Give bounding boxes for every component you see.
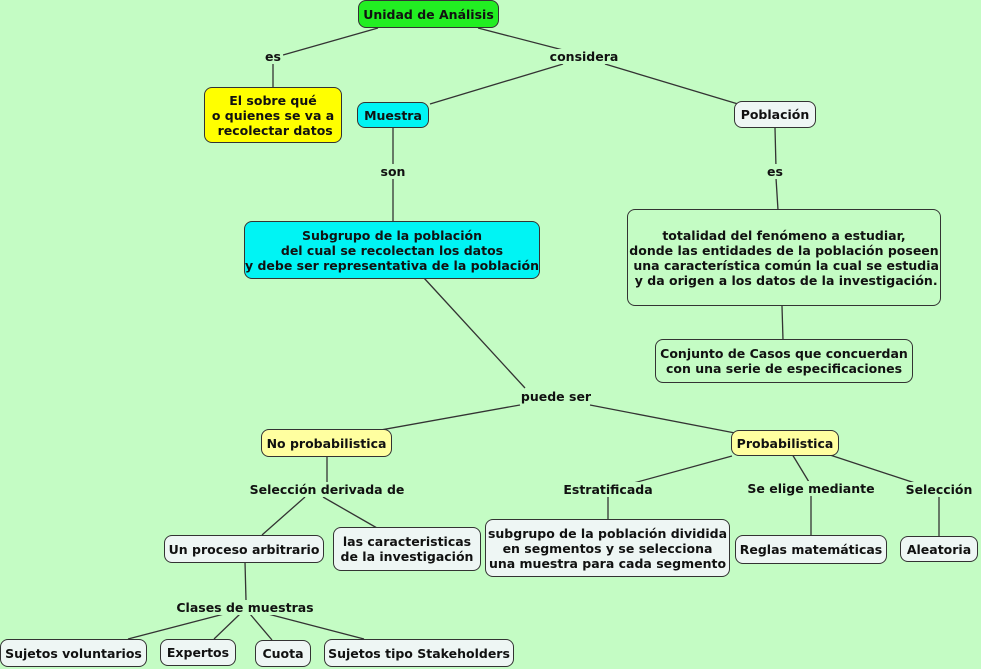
link-label-seleccion-derivada: Selección derivada de (247, 482, 407, 497)
node-sujetos-voluntarios[interactable]: Sujetos voluntarios (0, 639, 147, 667)
node-subgrupo-estratificado[interactable]: subgrupo de la población dividida en seg… (485, 519, 730, 577)
link-label-clases-de-muestras: Clases de muestras (174, 600, 316, 615)
node-no-probabilistica[interactable]: No probabilistica (261, 429, 392, 457)
link-label-puede-ser: puede ser (518, 389, 594, 404)
node-proceso-arbitrario[interactable]: Un proceso arbitrario (164, 535, 324, 563)
link-label-considera: considera (547, 49, 621, 64)
node-cuota[interactable]: Cuota (255, 640, 311, 667)
link-label-es: es (263, 49, 283, 64)
node-unidad-de-analisis[interactable]: Unidad de Análisis (358, 0, 499, 28)
node-probabilistica[interactable]: Probabilistica (731, 430, 839, 456)
node-subgrupo-poblacion[interactable]: Subgrupo de la población del cual se rec… (244, 221, 540, 279)
link-label-se-elige-mediante: Se elige mediante (745, 481, 877, 496)
link-label-son: son (378, 164, 408, 179)
node-poblacion[interactable]: Población (734, 101, 816, 128)
link-label-es-poblacion: es (765, 164, 785, 179)
link-label-seleccion: Selección (903, 482, 975, 497)
node-aleatoria[interactable]: Aleatoria (900, 536, 978, 562)
node-conjunto-de-casos[interactable]: Conjunto de Casos que concuerdan con una… (655, 339, 913, 383)
node-expertos[interactable]: Expertos (160, 639, 236, 666)
node-reglas-matematicas[interactable]: Reglas matemáticas (735, 535, 887, 564)
node-sujetos-stakeholders[interactable]: Sujetos tipo Stakeholders (324, 639, 514, 667)
node-muestra[interactable]: Muestra (357, 102, 429, 128)
link-label-estratificada: Estratificada (561, 482, 655, 497)
node-el-sobre-que[interactable]: El sobre qué o quienes se va a recolecta… (204, 87, 342, 143)
node-totalidad-fenomeno[interactable]: totalidad del fenómeno a estudiar, donde… (627, 209, 941, 306)
node-caracteristicas-investigacion[interactable]: las caracteristicas de la investigación (333, 527, 481, 571)
